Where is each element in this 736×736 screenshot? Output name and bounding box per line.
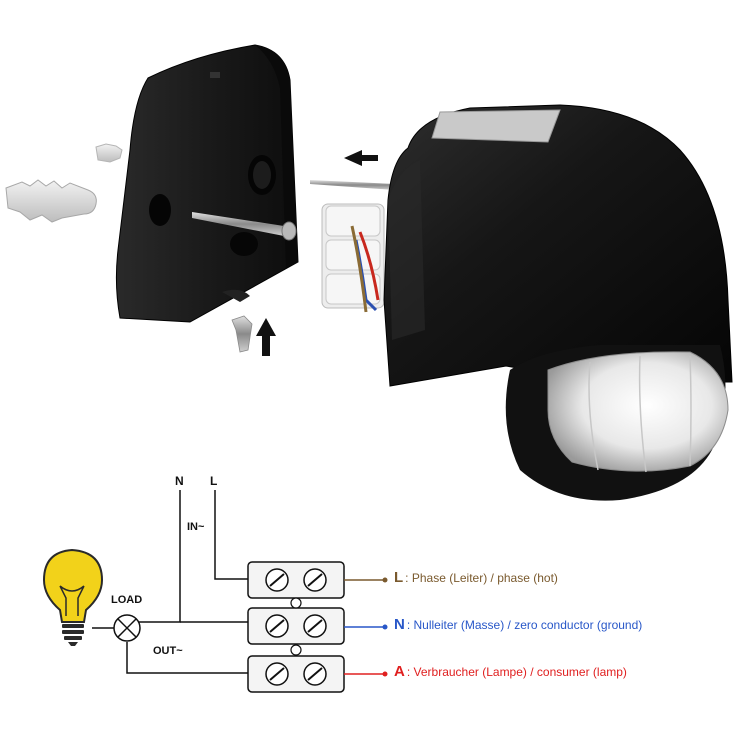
legend-row-neutral: N : Nulleiter (Masse) / zero conductor (… <box>394 616 642 633</box>
terminal-screw-icon <box>303 614 327 638</box>
terminal-screw-icon <box>265 662 289 686</box>
lamp-symbol-icon <box>113 614 141 642</box>
terminal-block <box>321 203 385 313</box>
screw-icon <box>192 212 297 241</box>
wire-l <box>214 490 253 580</box>
in-label: IN~ <box>187 521 205 533</box>
legend-leader-lines <box>344 577 388 677</box>
arrow-left-icon <box>344 150 378 166</box>
wall-plug-icon <box>95 143 123 163</box>
terminal-screw-icon <box>265 568 289 592</box>
sensor-lens <box>505 345 729 501</box>
l-wire-label: L <box>210 474 218 488</box>
wall-plug-icon <box>5 179 97 223</box>
n-wire-label: N <box>175 474 184 488</box>
screw-icon <box>231 315 253 353</box>
legend-letter: L <box>394 569 404 586</box>
motion-sensor-body <box>383 104 733 387</box>
terminal-screw-icon <box>303 568 327 592</box>
load-label: LOAD <box>111 594 143 606</box>
wire-out <box>126 642 253 674</box>
legend-row-phase: L : Phase (Leiter) / phase (hot) <box>394 569 558 586</box>
legend-letter: N <box>394 616 405 633</box>
out-label: OUT~ <box>153 645 183 657</box>
terminal-screw-icon <box>303 662 327 686</box>
legend-row-load: A : Verbraucher (Lampe) / consumer (lamp… <box>394 663 627 680</box>
legend-text: : Nulleiter (Masse) / zero conductor (gr… <box>406 618 643 632</box>
light-bulb-icon <box>42 548 104 646</box>
mounting-back-plate <box>115 44 299 323</box>
legend-letter: A <box>394 663 405 680</box>
legend-text: : Verbraucher (Lampe) / consumer (lamp) <box>406 665 627 679</box>
terminal-strip <box>247 561 345 693</box>
screw-icon <box>310 180 395 190</box>
wiring-diagram-lines <box>92 490 253 674</box>
legend-text: : Phase (Leiter) / phase (hot) <box>405 571 558 585</box>
arrow-up-icon <box>256 318 276 356</box>
terminal-screw-icon <box>265 614 289 638</box>
